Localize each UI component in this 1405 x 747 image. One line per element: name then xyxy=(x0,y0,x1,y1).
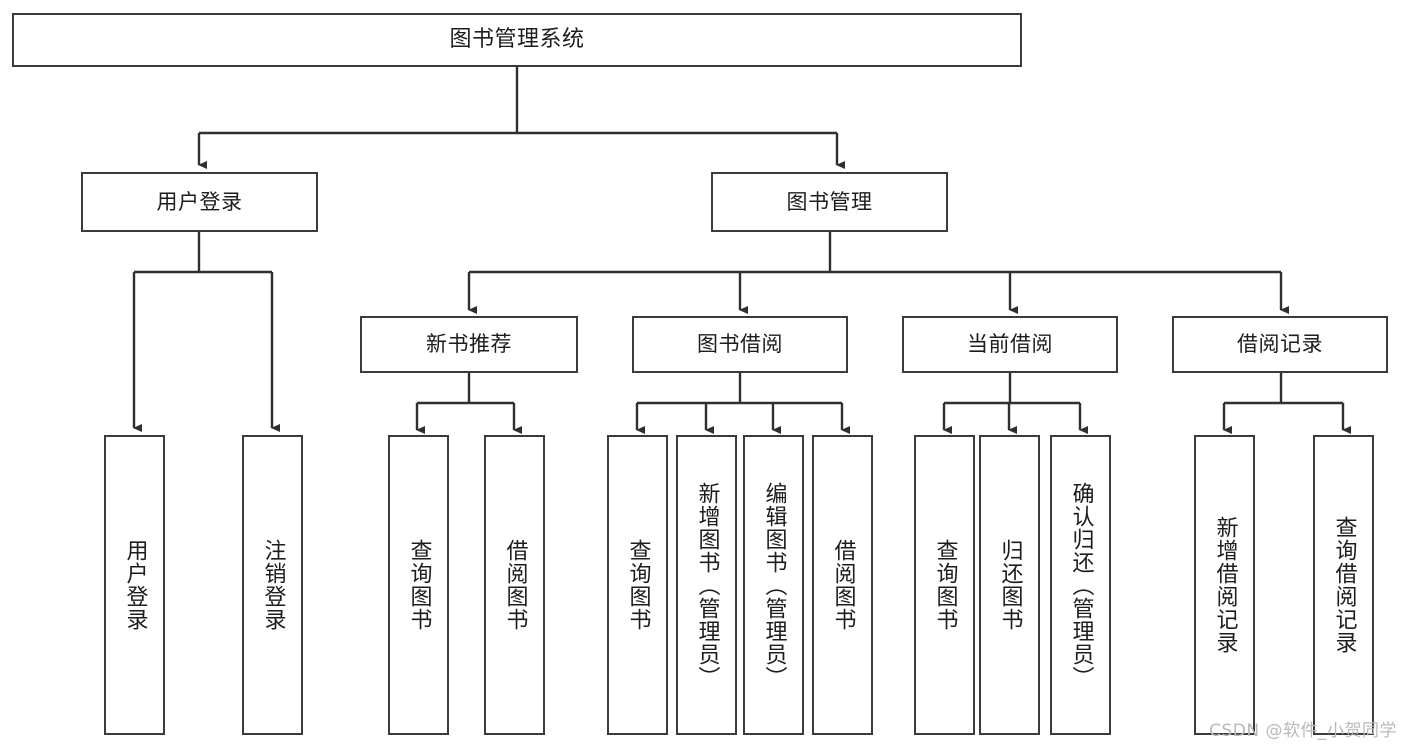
leaf-logout[interactable]: 注销登录 xyxy=(242,435,303,735)
node-label: 借阅图书 xyxy=(830,539,856,631)
node-label: 归还图书 xyxy=(997,539,1023,631)
node-book-borrowing[interactable]: 图书借阅 xyxy=(632,316,848,373)
node-label: 当前借阅 xyxy=(967,332,1053,357)
node-label: 查询图书 xyxy=(932,539,958,631)
leaf-user-login[interactable]: 用户登录 xyxy=(104,435,165,735)
node-new-book-recommendation[interactable]: 新书推荐 xyxy=(360,316,578,373)
node-label: 编辑图书（管理员） xyxy=(761,481,787,689)
leaf-add-borrow-record[interactable]: 新增借阅记录 xyxy=(1194,435,1255,735)
leaf-edit-book-admin[interactable]: 编辑图书（管理员） xyxy=(743,435,804,735)
node-label: 用户登录 xyxy=(122,539,148,631)
node-label: 借阅记录 xyxy=(1237,332,1323,357)
leaf-query-book-borrow[interactable]: 查询图书 xyxy=(607,435,668,735)
leaf-confirm-return-admin[interactable]: 确认归还（管理员） xyxy=(1050,435,1111,735)
node-root-book-management-system[interactable]: 图书管理系统 xyxy=(12,13,1022,67)
node-label: 查询借阅记录 xyxy=(1331,516,1357,654)
node-label: 查询图书 xyxy=(625,539,651,631)
node-label: 新书推荐 xyxy=(426,332,512,357)
node-user-login[interactable]: 用户登录 xyxy=(81,172,318,232)
leaf-add-book-admin[interactable]: 新增图书（管理员） xyxy=(676,435,737,735)
leaf-query-book-new[interactable]: 查询图书 xyxy=(388,435,449,735)
node-label: 新增借阅记录 xyxy=(1212,516,1238,654)
node-label: 注销登录 xyxy=(260,539,286,631)
leaf-borrow-book-new[interactable]: 借阅图书 xyxy=(484,435,545,735)
node-book-management[interactable]: 图书管理 xyxy=(711,172,948,232)
leaf-query-book-current[interactable]: 查询图书 xyxy=(914,435,975,735)
node-label: 图书管理 xyxy=(786,189,873,214)
node-label: 图书借阅 xyxy=(697,332,783,357)
node-label: 用户登录 xyxy=(156,189,243,214)
leaf-query-borrow-record[interactable]: 查询借阅记录 xyxy=(1313,435,1374,735)
csdn-watermark: CSDN @软件_小贺同学 xyxy=(1209,721,1397,741)
node-label: 查询图书 xyxy=(406,539,432,631)
leaf-borrow-book[interactable]: 借阅图书 xyxy=(812,435,873,735)
node-borrowing-record[interactable]: 借阅记录 xyxy=(1172,316,1388,373)
leaf-return-book[interactable]: 归还图书 xyxy=(979,435,1040,735)
node-label: 借阅图书 xyxy=(502,539,528,631)
node-label: 图书管理系统 xyxy=(449,27,585,53)
node-label: 新增图书（管理员） xyxy=(694,481,720,689)
node-current-borrowing[interactable]: 当前借阅 xyxy=(902,316,1118,373)
node-label: 确认归还（管理员） xyxy=(1068,481,1094,689)
